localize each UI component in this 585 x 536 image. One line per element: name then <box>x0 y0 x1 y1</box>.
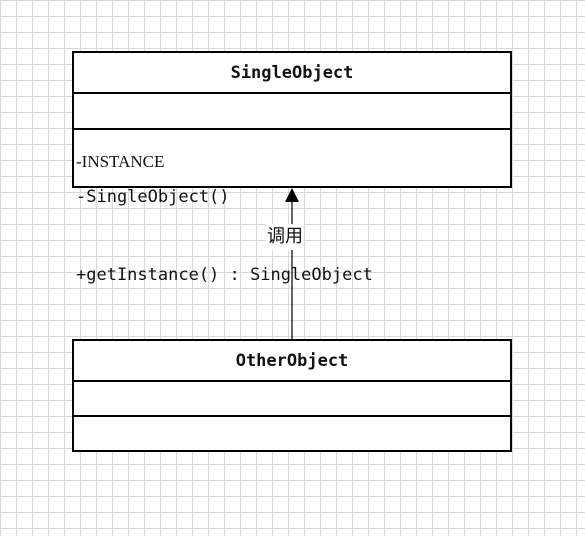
class-single-object[interactable]: SingleObject -INSTANCE -SingleObject() +… <box>72 51 512 285</box>
attributes-section: -INSTANCE <box>74 94 510 171</box>
class-name: OtherObject <box>74 341 510 382</box>
operation-get-instance: +getInstance() : SingleObject <box>76 265 373 285</box>
operations-section <box>74 417 510 452</box>
operations-section: -SingleObject() +getInstance() : SingleO… <box>74 130 510 285</box>
class-name: SingleObject <box>74 53 510 94</box>
operation-constructor: -SingleObject() <box>76 187 230 207</box>
attribute-instance: -INSTANCE <box>76 152 165 171</box>
dependency-label: 调用 <box>266 224 304 250</box>
class-other-object[interactable]: OtherObject <box>72 339 512 452</box>
arrowhead-icon <box>285 188 299 202</box>
attributes-section <box>74 382 510 417</box>
